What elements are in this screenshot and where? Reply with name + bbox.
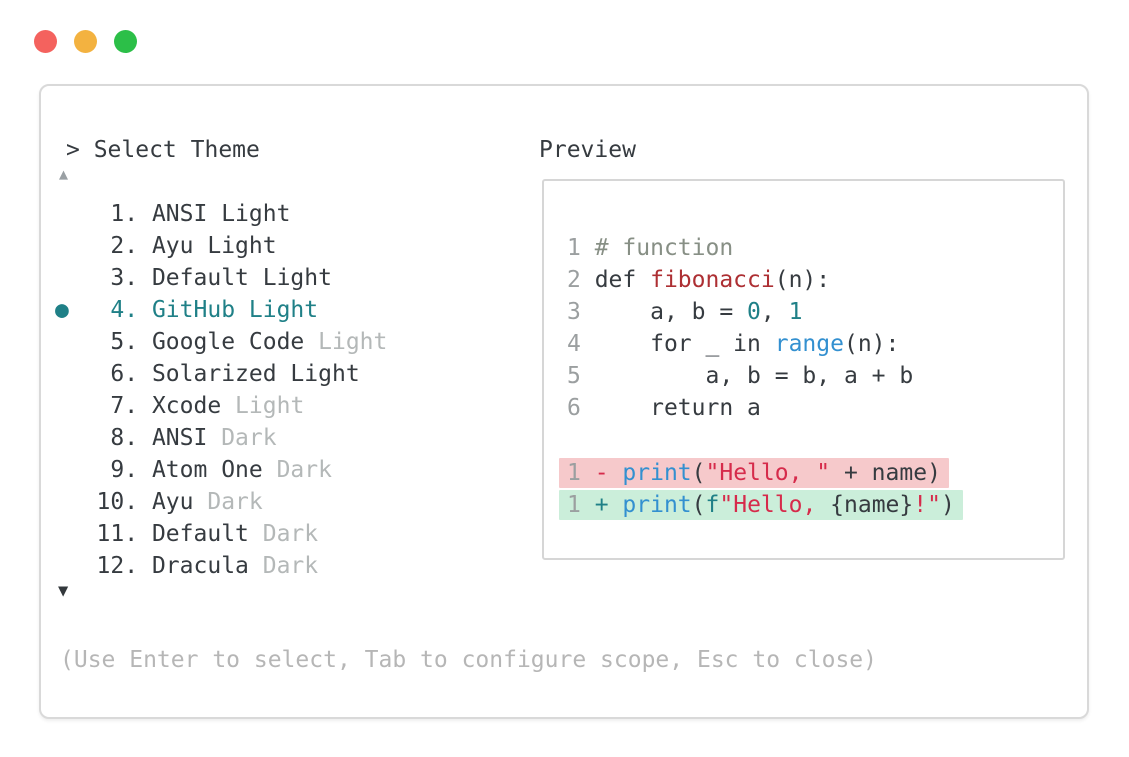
code-lines: 1 # function 2 def fibonacci(n): 3 a, b = …	[567, 232, 963, 424]
window-traffic-lights	[34, 30, 137, 53]
theme-name: Ayu Light	[151, 233, 277, 259]
theme-list-item-11[interactable]: 11. Default Dark	[55, 518, 387, 550]
theme-number: 2.	[68, 233, 152, 259]
theme-list-item-8[interactable]: 8. ANSI Dark	[55, 422, 387, 454]
code-line: 6 return a	[567, 395, 761, 421]
theme-name: Google Code	[151, 329, 305, 355]
theme-name: Xcode	[151, 393, 222, 419]
theme-number: 3.	[68, 265, 152, 291]
code-line: 3 a, b = 0, 1	[567, 299, 803, 325]
bullet-spacer	[55, 201, 69, 227]
theme-number: 11.	[68, 521, 152, 547]
theme-list-item-4[interactable]: ● 4. GitHub Light	[55, 294, 387, 326]
theme-list-item-2[interactable]: 2. Ayu Light	[55, 230, 387, 262]
bullet-spacer	[55, 233, 69, 259]
theme-list-item-3[interactable]: 3. Default Light	[55, 262, 387, 294]
bullet-spacer	[55, 265, 69, 291]
theme-name: Default Light	[151, 265, 332, 291]
scroll-down-indicator-icon[interactable]: ▼	[58, 581, 69, 601]
traffic-light-minimize-button[interactable]	[74, 30, 97, 53]
preview-pane: 1 # function 2 def fibonacci(n): 3 a, b = …	[542, 179, 1065, 560]
theme-number: 8.	[68, 425, 152, 451]
theme-number: 1.	[68, 201, 152, 227]
diff-lines: 1 - print("Hello, " + name)1 + print(f"H…	[559, 456, 963, 520]
theme-list-item-9[interactable]: 9. Atom One Dark	[55, 454, 387, 486]
theme-name: Default	[151, 521, 249, 547]
theme-variant-suffix: Light	[221, 393, 305, 419]
preview-title: Preview	[539, 137, 636, 163]
bullet-spacer	[55, 521, 69, 547]
theme-selector-panel: > Select Theme Preview ▲ 1. ANSI Light 2…	[39, 84, 1089, 719]
diff-added-highlight: 1 + print(f"Hello, {name}!")	[559, 489, 963, 520]
bullet-spacer	[55, 457, 69, 483]
theme-list-item-5[interactable]: 5. Google Code Light	[55, 326, 387, 358]
theme-variant-suffix: Dark	[207, 425, 277, 451]
theme-number: 12.	[68, 553, 152, 579]
theme-number: 10.	[68, 489, 152, 515]
code-line: 5 a, b = b, a + b	[567, 363, 914, 389]
theme-name: Solarized Light	[151, 361, 360, 387]
theme-number: 5.	[68, 329, 152, 355]
code-line: 4 for _ in range(n):	[567, 331, 900, 357]
diff-line-removed: 1 - print("Hello, " + name)	[559, 456, 963, 488]
theme-variant-suffix: Dark	[248, 521, 319, 547]
theme-list-item-1[interactable]: 1. ANSI Light	[55, 198, 387, 230]
theme-number: 7.	[68, 393, 152, 419]
theme-variant-suffix: Dark	[193, 489, 263, 515]
theme-list-item-12[interactable]: 12. Dracula Dark	[55, 550, 387, 582]
traffic-light-zoom-button[interactable]	[114, 30, 137, 53]
theme-list-item-7[interactable]: 7. Xcode Light	[55, 390, 387, 422]
theme-name: ANSI Light	[151, 201, 291, 227]
select-theme-prompt: > Select Theme	[66, 137, 260, 163]
theme-variant-suffix: Dark	[248, 553, 319, 579]
theme-list-item-6[interactable]: 6. Solarized Light	[55, 358, 387, 390]
theme-number: 6.	[68, 361, 152, 387]
theme-name: ANSI	[151, 425, 208, 451]
theme-name: Ayu	[151, 489, 194, 515]
code-line: 2 def fibonacci(n):	[567, 267, 831, 293]
theme-name: Atom One	[151, 457, 263, 483]
bullet-spacer	[55, 329, 69, 355]
traffic-light-close-button[interactable]	[34, 30, 57, 53]
bullet-spacer	[55, 361, 69, 387]
scroll-up-indicator-icon[interactable]: ▲	[59, 165, 69, 183]
theme-list-item-10[interactable]: 10. Ayu Dark	[55, 486, 387, 518]
theme-number: 4.	[68, 297, 152, 323]
bullet-spacer	[55, 553, 69, 579]
theme-variant-suffix: Dark	[262, 457, 332, 483]
theme-name: GitHub Light	[151, 297, 319, 323]
diff-removed-highlight: 1 - print("Hello, " + name)	[559, 457, 949, 488]
theme-list: 1. ANSI Light 2. Ayu Light 3. Default Li…	[55, 198, 387, 582]
theme-variant-suffix: Light	[304, 329, 388, 355]
code-line: 1 # function	[567, 235, 734, 261]
bullet-spacer	[55, 393, 69, 419]
bullet-spacer	[55, 489, 69, 515]
bullet-spacer	[55, 425, 69, 451]
selected-bullet-icon: ●	[55, 297, 69, 323]
theme-name: Dracula	[151, 553, 249, 579]
keyboard-hint: (Use Enter to select, Tab to configure s…	[60, 647, 877, 673]
code-preview: 1 # function 2 def fibonacci(n): 3 a, b = …	[559, 232, 963, 520]
diff-line-added: 1 + print(f"Hello, {name}!")	[559, 488, 963, 520]
theme-number: 9.	[68, 457, 152, 483]
